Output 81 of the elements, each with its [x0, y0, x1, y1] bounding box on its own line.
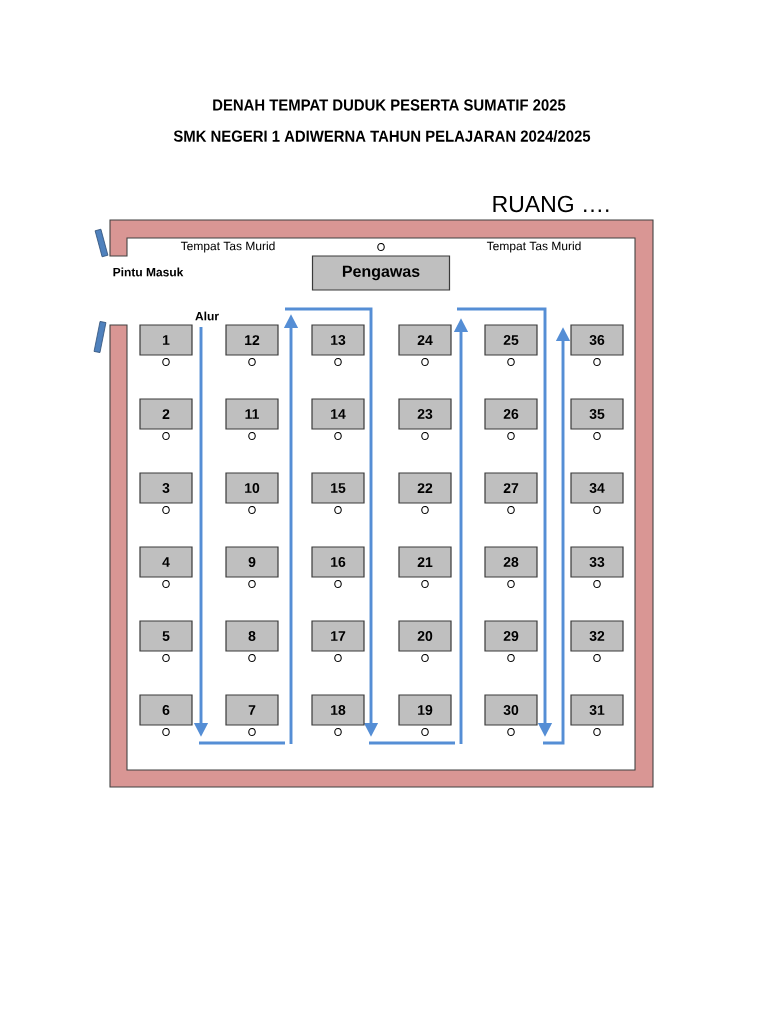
desk: 15	[311, 472, 365, 504]
desk: 13	[311, 324, 365, 356]
desk: 1	[139, 324, 193, 356]
chair-mark: O	[162, 654, 170, 662]
chair-mark: O	[421, 654, 429, 662]
chair-mark: O	[248, 358, 256, 366]
chair-mark: O	[421, 728, 429, 736]
desk: 32	[570, 620, 624, 652]
desk: 31	[570, 694, 624, 726]
desk: 16	[311, 546, 365, 578]
desk: 36	[570, 324, 624, 356]
desk: 25	[484, 324, 538, 356]
chair-mark: O	[334, 728, 342, 736]
desk: 3	[139, 472, 193, 504]
chair-mark: O	[334, 580, 342, 588]
supervisor-desk: Pengawas	[311, 255, 451, 291]
chair-mark: O	[421, 506, 429, 514]
chair-mark: O	[507, 358, 515, 366]
desk: 19	[398, 694, 452, 726]
desk: 10	[225, 472, 279, 504]
desk: 22	[398, 472, 452, 504]
chair-mark: O	[421, 432, 429, 440]
desk: 34	[570, 472, 624, 504]
desk: 35	[570, 398, 624, 430]
chair-mark: O	[162, 580, 170, 588]
chair-mark: O	[162, 728, 170, 736]
desk: 4	[139, 546, 193, 578]
chair-mark: O	[334, 358, 342, 366]
chair-mark: O	[593, 728, 601, 736]
chair-mark: O	[593, 432, 601, 440]
desk: 24	[398, 324, 452, 356]
desk: 28	[484, 546, 538, 578]
chair-mark: O	[593, 506, 601, 514]
desk: 5	[139, 620, 193, 652]
chair-mark: O	[593, 358, 601, 366]
desk: 20	[398, 620, 452, 652]
desk: 33	[570, 546, 624, 578]
desk: 6	[139, 694, 193, 726]
desk: 30	[484, 694, 538, 726]
chair-mark: O	[334, 432, 342, 440]
chair-mark: O	[507, 432, 515, 440]
chair-mark: O	[377, 243, 385, 251]
subtitle: SMK NEGERI 1 ADIWERNA TAHUN PELAJARAN 2024/2025	[173, 130, 591, 142]
desk: 26	[484, 398, 538, 430]
chair-mark: O	[162, 432, 170, 440]
flow-label: Alur	[195, 311, 219, 321]
room-label: RUANG ….	[493, 195, 609, 213]
chair-mark: O	[421, 580, 429, 588]
chair-mark: O	[248, 654, 256, 662]
desk: 14	[311, 398, 365, 430]
chair-mark: O	[248, 728, 256, 736]
desk: 21	[398, 546, 452, 578]
desk: 11	[225, 398, 279, 430]
title: DENAH TEMPAT DUDUK PESERTA SUMATIF 2025	[213, 99, 566, 111]
desk: 17	[311, 620, 365, 652]
chair-mark: O	[248, 580, 256, 588]
chair-mark: O	[593, 580, 601, 588]
chair-mark: O	[248, 432, 256, 440]
desk: 27	[484, 472, 538, 504]
bag-area-label: Tempat Tas Murid	[486, 241, 581, 253]
chair-mark: O	[162, 358, 170, 366]
chair-mark: O	[593, 654, 601, 662]
chair-mark: O	[334, 506, 342, 514]
desk: 18	[311, 694, 365, 726]
desk: 29	[484, 620, 538, 652]
chair-mark: O	[507, 728, 515, 736]
chair-mark: O	[248, 506, 256, 514]
chair-mark: O	[507, 580, 515, 588]
desk: 23	[398, 398, 452, 430]
desk: 7	[225, 694, 279, 726]
desk: 8	[225, 620, 279, 652]
desk: 12	[225, 324, 279, 356]
chair-mark: O	[334, 654, 342, 662]
desk: 2	[139, 398, 193, 430]
door-label: Pintu Masuk	[113, 267, 184, 277]
chair-mark: O	[507, 506, 515, 514]
chair-mark: O	[162, 506, 170, 514]
desk: 9	[225, 546, 279, 578]
chair-mark: O	[421, 358, 429, 366]
bag-area-label: Tempat Tas Murid	[180, 241, 275, 253]
chair-mark: O	[507, 654, 515, 662]
